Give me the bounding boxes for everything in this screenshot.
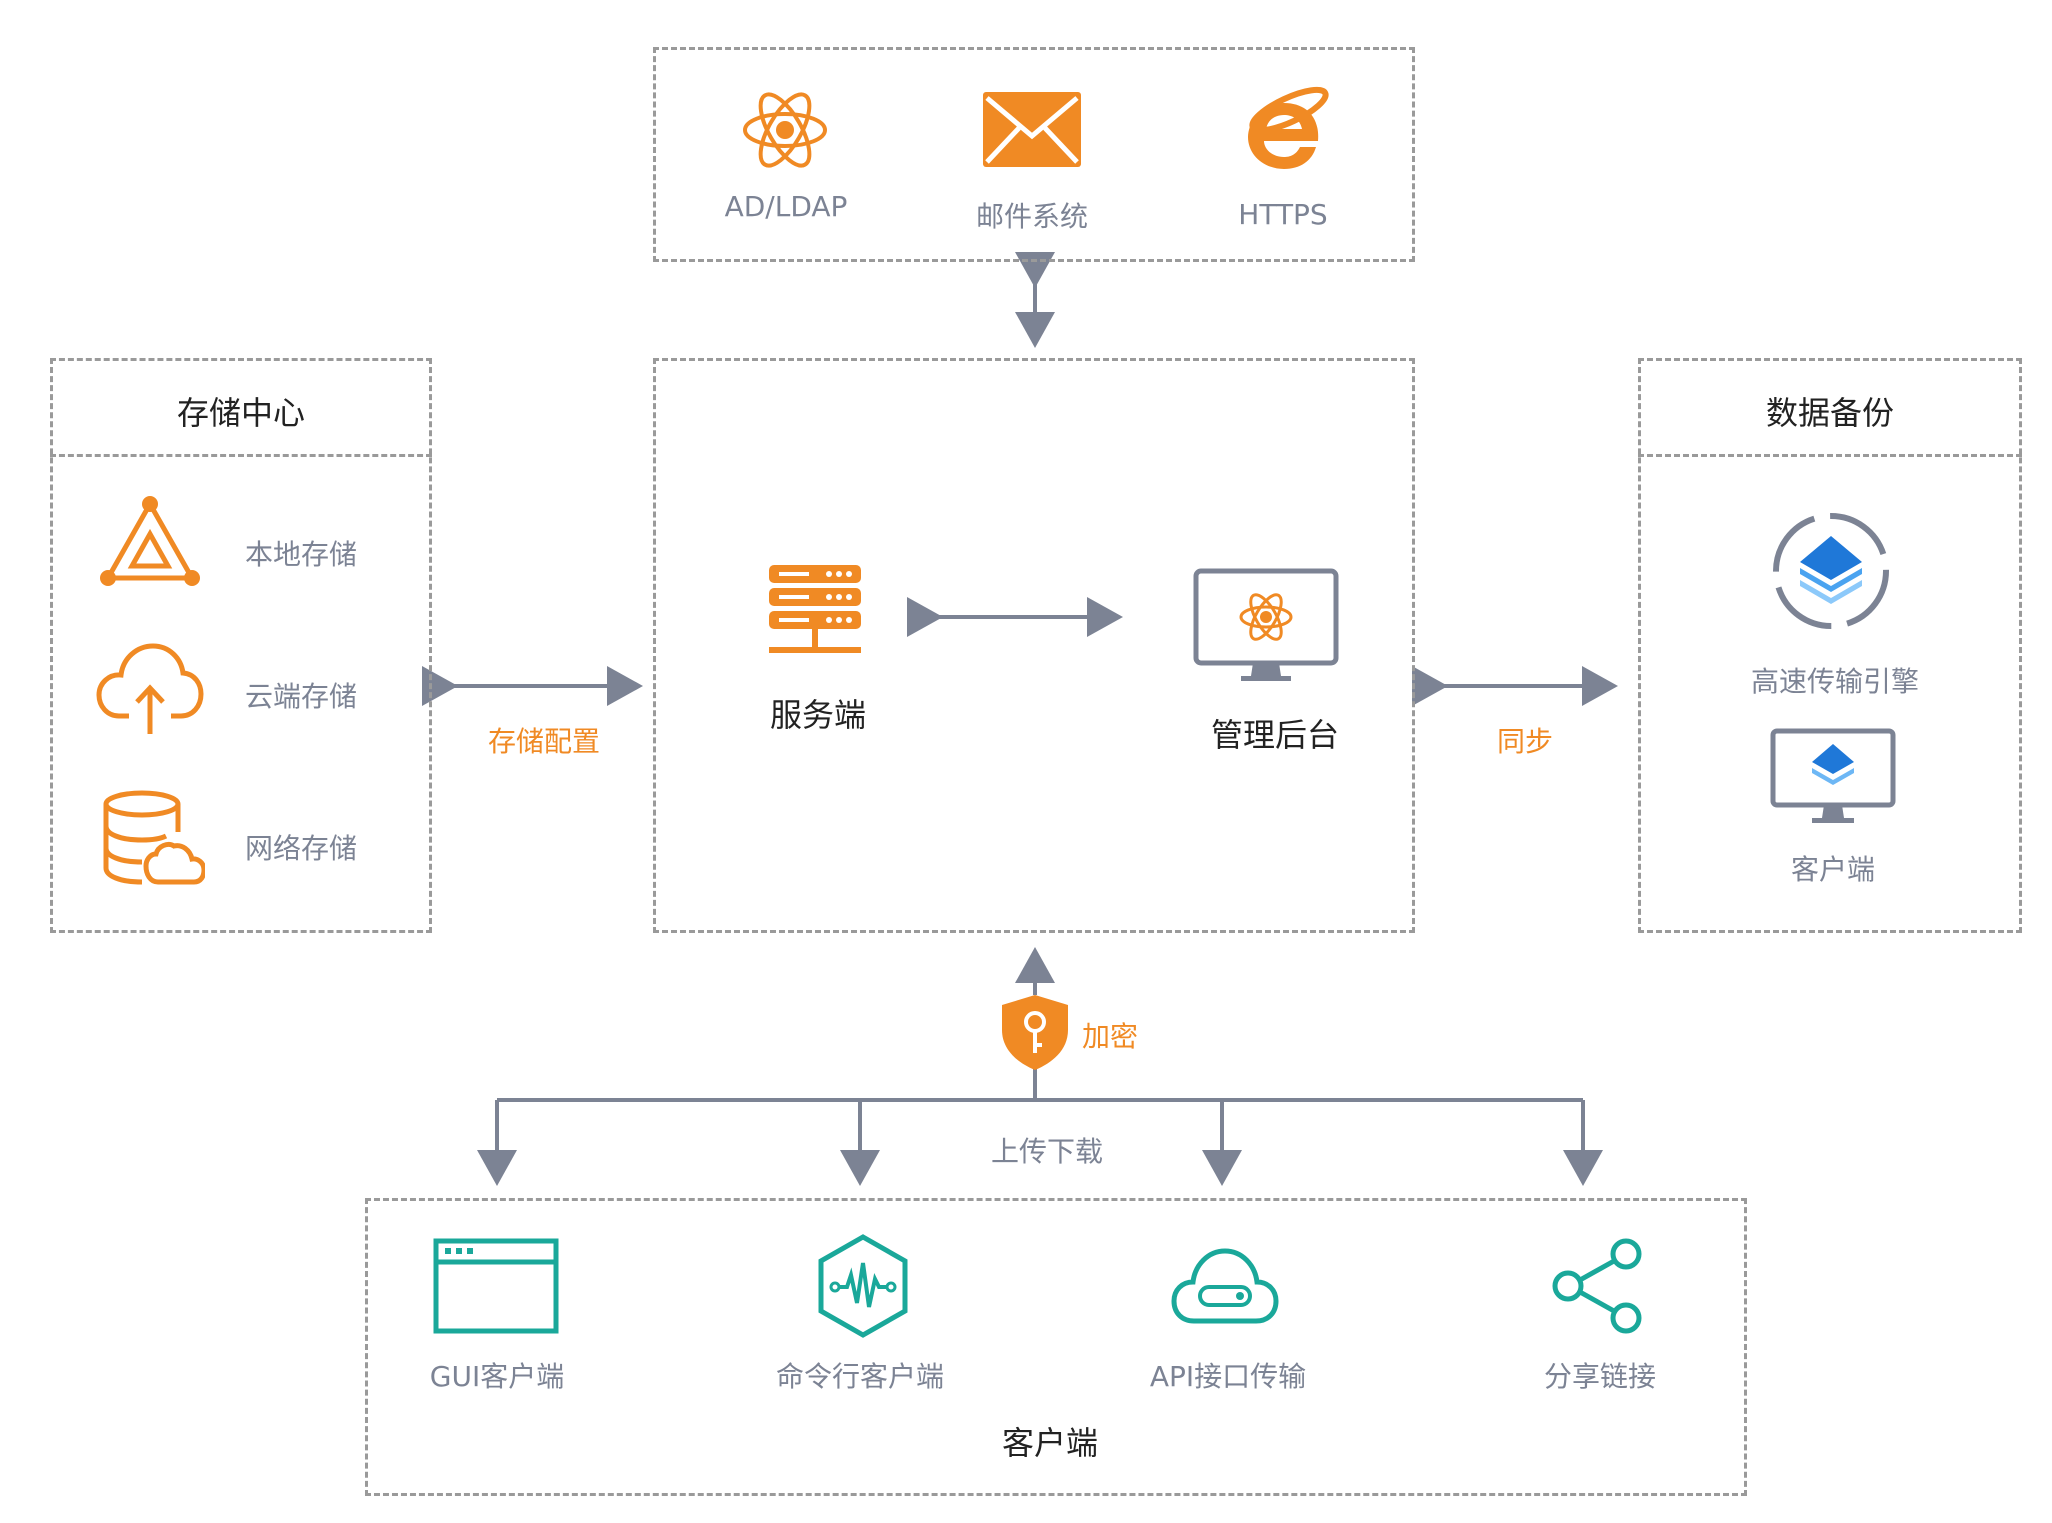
client-label-cli: 命令行客户端 (775, 1360, 945, 1393)
share-icon (1552, 1238, 1642, 1334)
storage-config-label: 存储配置 (487, 725, 601, 758)
clients-title: 客户端 (1001, 1424, 1099, 1462)
atom-icon (743, 92, 827, 168)
storage-label-cloud: 云端存储 (245, 680, 358, 713)
storage-center-title: 存储中心 (176, 394, 306, 432)
encrypt-label: 加密 (1082, 1020, 1139, 1053)
sync-label: 同步 (1496, 725, 1554, 758)
client-label-api: API接口传输 (1149, 1360, 1307, 1393)
upload-download-label: 上传下载 (990, 1135, 1104, 1168)
cloud-api-icon (1171, 1248, 1279, 1324)
service-label-mail: 邮件系统 (975, 200, 1089, 233)
storage-center-box (50, 358, 432, 933)
mail-icon (983, 92, 1081, 167)
triangle-nodes-icon (100, 496, 200, 586)
cloud-upload-icon (96, 643, 204, 734)
storage-label-network: 网络存储 (245, 832, 358, 865)
backup-title: 数据备份 (1765, 394, 1895, 432)
window-icon (433, 1238, 559, 1334)
client-label-share: 分享链接 (1543, 1360, 1657, 1393)
service-label-adldap: AD/LDAP (724, 190, 848, 223)
clients-box (365, 1198, 1747, 1496)
terminal-wave-icon (818, 1234, 908, 1338)
client-label-gui: GUI客户端 (429, 1360, 565, 1393)
core-box (653, 358, 1415, 933)
database-cloud-icon (103, 790, 205, 885)
engine-label: 高速传输引擎 (1750, 665, 1920, 698)
service-label-https: HTTPS (1238, 198, 1328, 231)
admin-monitor-icon (1193, 568, 1339, 681)
transfer-engine-icon (1773, 513, 1889, 629)
client-monitor-icon (1770, 728, 1896, 823)
storage-label-local: 本地存储 (245, 538, 358, 571)
backup-divider (1638, 454, 2022, 457)
ie-browser-icon (1248, 86, 1329, 169)
server-icon (769, 565, 861, 653)
shield-key-icon (1002, 995, 1068, 1070)
server-label: 服务端 (769, 696, 867, 734)
top-services-box (653, 47, 1415, 262)
admin-label: 管理后台 (1210, 716, 1340, 754)
backup-box (1638, 358, 2022, 933)
storage-divider (50, 454, 432, 457)
backup-client-label: 客户端 (1790, 853, 1876, 886)
